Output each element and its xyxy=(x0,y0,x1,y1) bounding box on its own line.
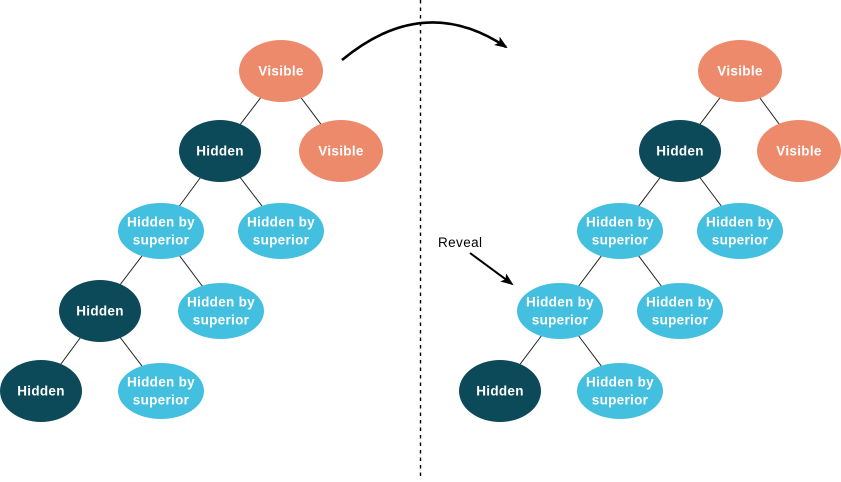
tree-node-hidden: Hidden xyxy=(639,120,721,182)
node-label: Hidden xyxy=(476,384,524,399)
tree-node-visible: Visible xyxy=(757,120,841,182)
node-ellipse xyxy=(757,120,841,182)
node-ellipse xyxy=(698,40,782,102)
node-ellipse xyxy=(459,360,541,422)
node-ellipse xyxy=(299,120,383,182)
tree-node-visible: Visible xyxy=(299,120,383,182)
tree-node-hidden: Hidden xyxy=(179,120,261,182)
node-ellipse xyxy=(118,203,204,259)
node-label: Hidden xyxy=(656,144,704,159)
node-label: Hidden xyxy=(17,384,65,399)
reveal-label: Reveal xyxy=(438,235,482,250)
node-ellipse xyxy=(178,283,264,339)
node-ellipse xyxy=(0,360,82,422)
node-label: Visible xyxy=(776,144,822,159)
node-label: Visible xyxy=(717,64,763,79)
node-ellipse xyxy=(697,203,783,259)
node-ellipse xyxy=(118,363,204,419)
node-label: Visible xyxy=(318,144,364,159)
node-ellipse xyxy=(238,203,324,259)
node-ellipse xyxy=(239,40,323,102)
node-ellipse xyxy=(577,203,663,259)
node-ellipse xyxy=(179,120,261,182)
node-ellipse xyxy=(517,283,603,339)
node-label: Hidden xyxy=(196,144,244,159)
node-label: Hidden xyxy=(76,304,124,319)
tree-node-hidden: Hidden xyxy=(0,360,82,422)
reveal-arrow xyxy=(469,252,514,286)
tree-node-hidden: Hidden xyxy=(59,280,141,342)
node-ellipse xyxy=(639,120,721,182)
tree-node-visible: Visible xyxy=(698,40,782,102)
node-ellipse xyxy=(59,280,141,342)
tree-node-visible: Visible xyxy=(239,40,323,102)
node-ellipse xyxy=(577,363,663,419)
node-label: Visible xyxy=(258,64,304,79)
transition-arrow xyxy=(341,21,508,62)
node-ellipse xyxy=(637,283,723,339)
tree-node-hidden: Hidden xyxy=(459,360,541,422)
